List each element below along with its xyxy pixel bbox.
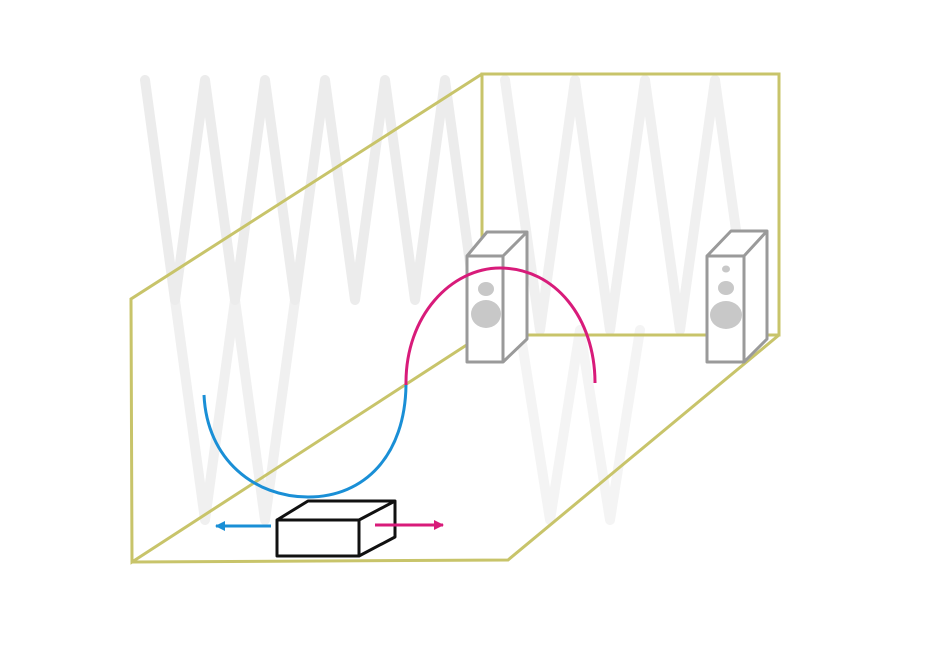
- back-wall: [480, 72, 781, 337]
- wave-left: [202, 384, 408, 499]
- speaker-right: [705, 229, 769, 364]
- speaker-left-woofer: [471, 300, 501, 328]
- speaker-left: [465, 230, 529, 364]
- wave-right: [404, 266, 597, 386]
- watermark-pattern: [140, 75, 755, 525]
- left-wall: [129, 72, 483, 565]
- room-outline: [129, 72, 781, 565]
- speaker-right-dot: [722, 265, 730, 273]
- speaker-right-tweeter: [718, 281, 734, 295]
- floor-edge: [131, 333, 780, 564]
- speaker-left-tweeter: [478, 282, 494, 296]
- box-device: [275, 499, 397, 558]
- speaker-right-woofer: [710, 301, 742, 329]
